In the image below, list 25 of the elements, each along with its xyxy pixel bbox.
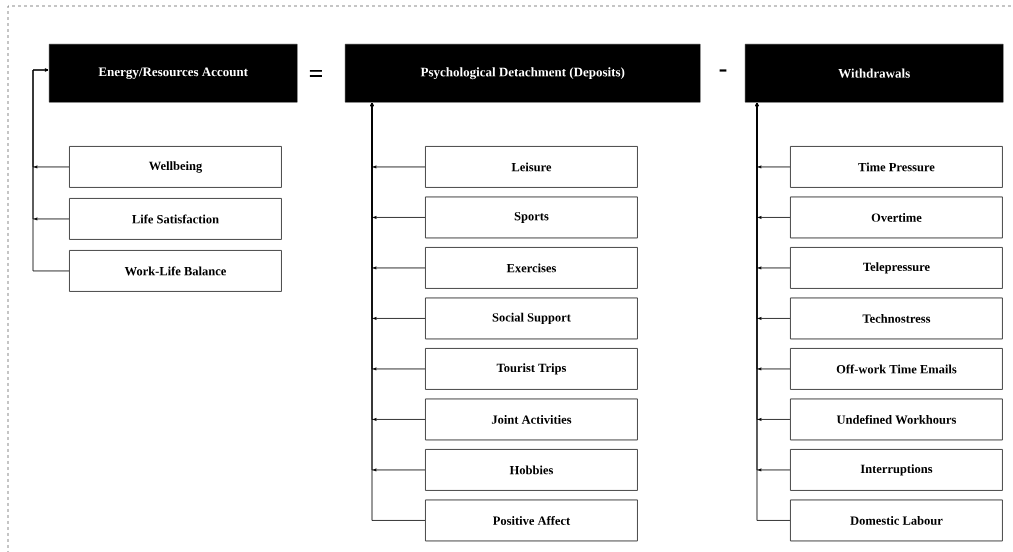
factor-box: Interruptions	[790, 449, 1003, 491]
factor-box: Tourist Trips	[425, 348, 638, 390]
factor-box: Domestic Labour	[790, 499, 1003, 542]
factor-box: Off-work Time Emails	[790, 348, 1003, 390]
factor-box: Telepressure	[790, 247, 1003, 289]
factor-box: Technostress	[790, 297, 1003, 340]
factor-box: Hobbies	[425, 449, 638, 491]
factor-box: Exercises	[425, 247, 638, 289]
factor-box: Positive Affect	[425, 499, 638, 542]
factor-box: Joint Activities	[425, 398, 638, 441]
factor-box: Time Pressure	[790, 146, 1003, 188]
operator-sign: -	[719, 69, 727, 72]
factor-box: Social Support	[425, 297, 638, 340]
arrow	[32, 68, 70, 272]
header-box: Psychological Detachment (Deposits)	[345, 44, 701, 103]
header-box: Energy/Resources Account	[49, 44, 298, 103]
header-box: Withdrawals	[745, 44, 1004, 103]
factor-box: Overtime	[790, 196, 1003, 239]
factor-box: Work-Life Balance	[69, 250, 282, 292]
factor-box: Wellbeing	[69, 146, 282, 188]
factor-box: Undefined Workhours	[790, 398, 1003, 441]
factor-box: Leisure	[425, 146, 638, 188]
operator-sign: =	[309, 69, 322, 77]
factor-box: Sports	[425, 196, 638, 239]
factor-box: Life Satisfaction	[69, 198, 282, 240]
